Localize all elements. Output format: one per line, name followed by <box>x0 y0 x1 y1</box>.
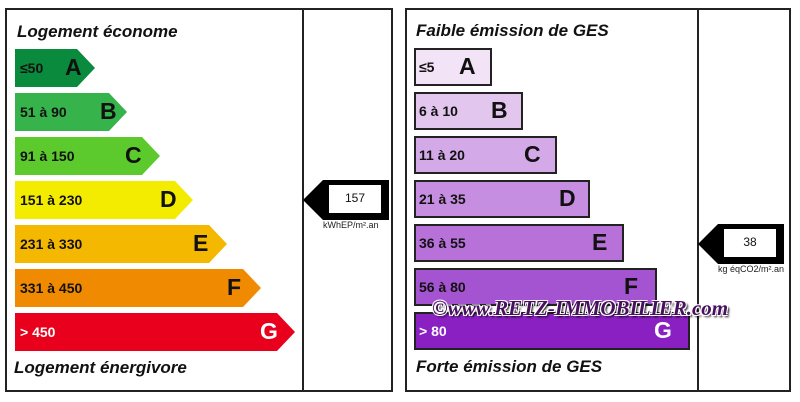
ges-class-d: 21 à 35 D <box>414 180 590 218</box>
energy-class-letter: A <box>65 54 82 80</box>
ges-unit: kg éqCO2/m².an <box>718 264 785 274</box>
energy-class-range: 91 à 150 <box>20 148 75 164</box>
ges-class-g: > 80 G <box>414 312 690 350</box>
ges-class-letter: E <box>592 229 608 255</box>
ges-class-letter: B <box>491 97 508 123</box>
ges-class-range: > 80 <box>419 323 447 339</box>
energy-class-a: ≤50 A <box>15 49 95 87</box>
energy-class-letter: C <box>125 142 142 168</box>
energy-class-range: 51 à 90 <box>20 104 67 120</box>
ges-value: 38 <box>743 235 757 249</box>
energy-title-top: Logement économe <box>17 22 178 41</box>
ges-class-letter: F <box>624 273 639 299</box>
ges-class-range: 6 à 10 <box>419 103 458 119</box>
energy-class-range: 231 à 330 <box>20 236 83 252</box>
energy-class-letter: D <box>160 186 177 212</box>
ges-class-letter: G <box>654 317 672 343</box>
ges-class-b: 6 à 10 B <box>414 92 523 130</box>
energy-unit: kWhEP/m².an <box>323 220 379 230</box>
ges-value-pointer: 38 kg éqCO2/m².an <box>698 224 784 274</box>
energy-title-bottom: Logement énergivore <box>14 358 187 377</box>
energy-value-pointer: 157 kWhEP/m².an <box>303 180 389 230</box>
ges-class-range: 56 à 80 <box>419 279 466 295</box>
energy-class-range: ≤50 <box>20 60 44 76</box>
ges-class-letter: C <box>524 141 541 167</box>
energy-class-letter: B <box>100 98 117 124</box>
energy-class-letter: E <box>193 230 209 256</box>
ges-title-top: Faible émission de GES <box>416 21 609 40</box>
ges-class-e: 36 à 55 E <box>414 224 624 262</box>
energy-class-b: 51 à 90 B <box>15 93 127 131</box>
energy-class-d: 151 à 230 D <box>15 181 193 219</box>
ges-panel <box>405 8 791 392</box>
energy-class-c: 91 à 150 C <box>15 137 160 175</box>
energy-value: 157 <box>344 191 366 205</box>
ges-class-range: 11 à 20 <box>419 147 465 163</box>
ges-class-range: ≤5 <box>419 59 435 75</box>
energy-class-range: 151 à 230 <box>20 192 83 208</box>
watermark: ©www.RETZ-IMMOBILIER.com <box>432 296 729 320</box>
ges-class-range: 21 à 35 <box>419 191 466 207</box>
energy-class-range: 331 à 450 <box>20 280 83 296</box>
ges-class-letter: D <box>559 185 576 211</box>
ges-class-a: ≤5 A <box>414 48 492 86</box>
energy-class-range: > 450 <box>20 324 56 340</box>
ges-class-range: 36 à 55 <box>419 235 466 251</box>
ges-class-f: 56 à 80 F <box>414 268 657 306</box>
energy-class-letter: F <box>227 274 242 300</box>
ges-class-letter: A <box>459 53 476 79</box>
energy-class-f: 331 à 450 F <box>15 269 261 307</box>
ges-title-bottom: Forte émission de GES <box>416 357 603 376</box>
ges-divider <box>697 10 699 390</box>
energy-class-g: > 450 G <box>15 313 295 351</box>
energy-class-letter: G <box>260 318 278 344</box>
energy-class-e: 231 à 330 E <box>15 225 227 263</box>
ges-class-c: 11 à 20 C <box>414 136 557 174</box>
